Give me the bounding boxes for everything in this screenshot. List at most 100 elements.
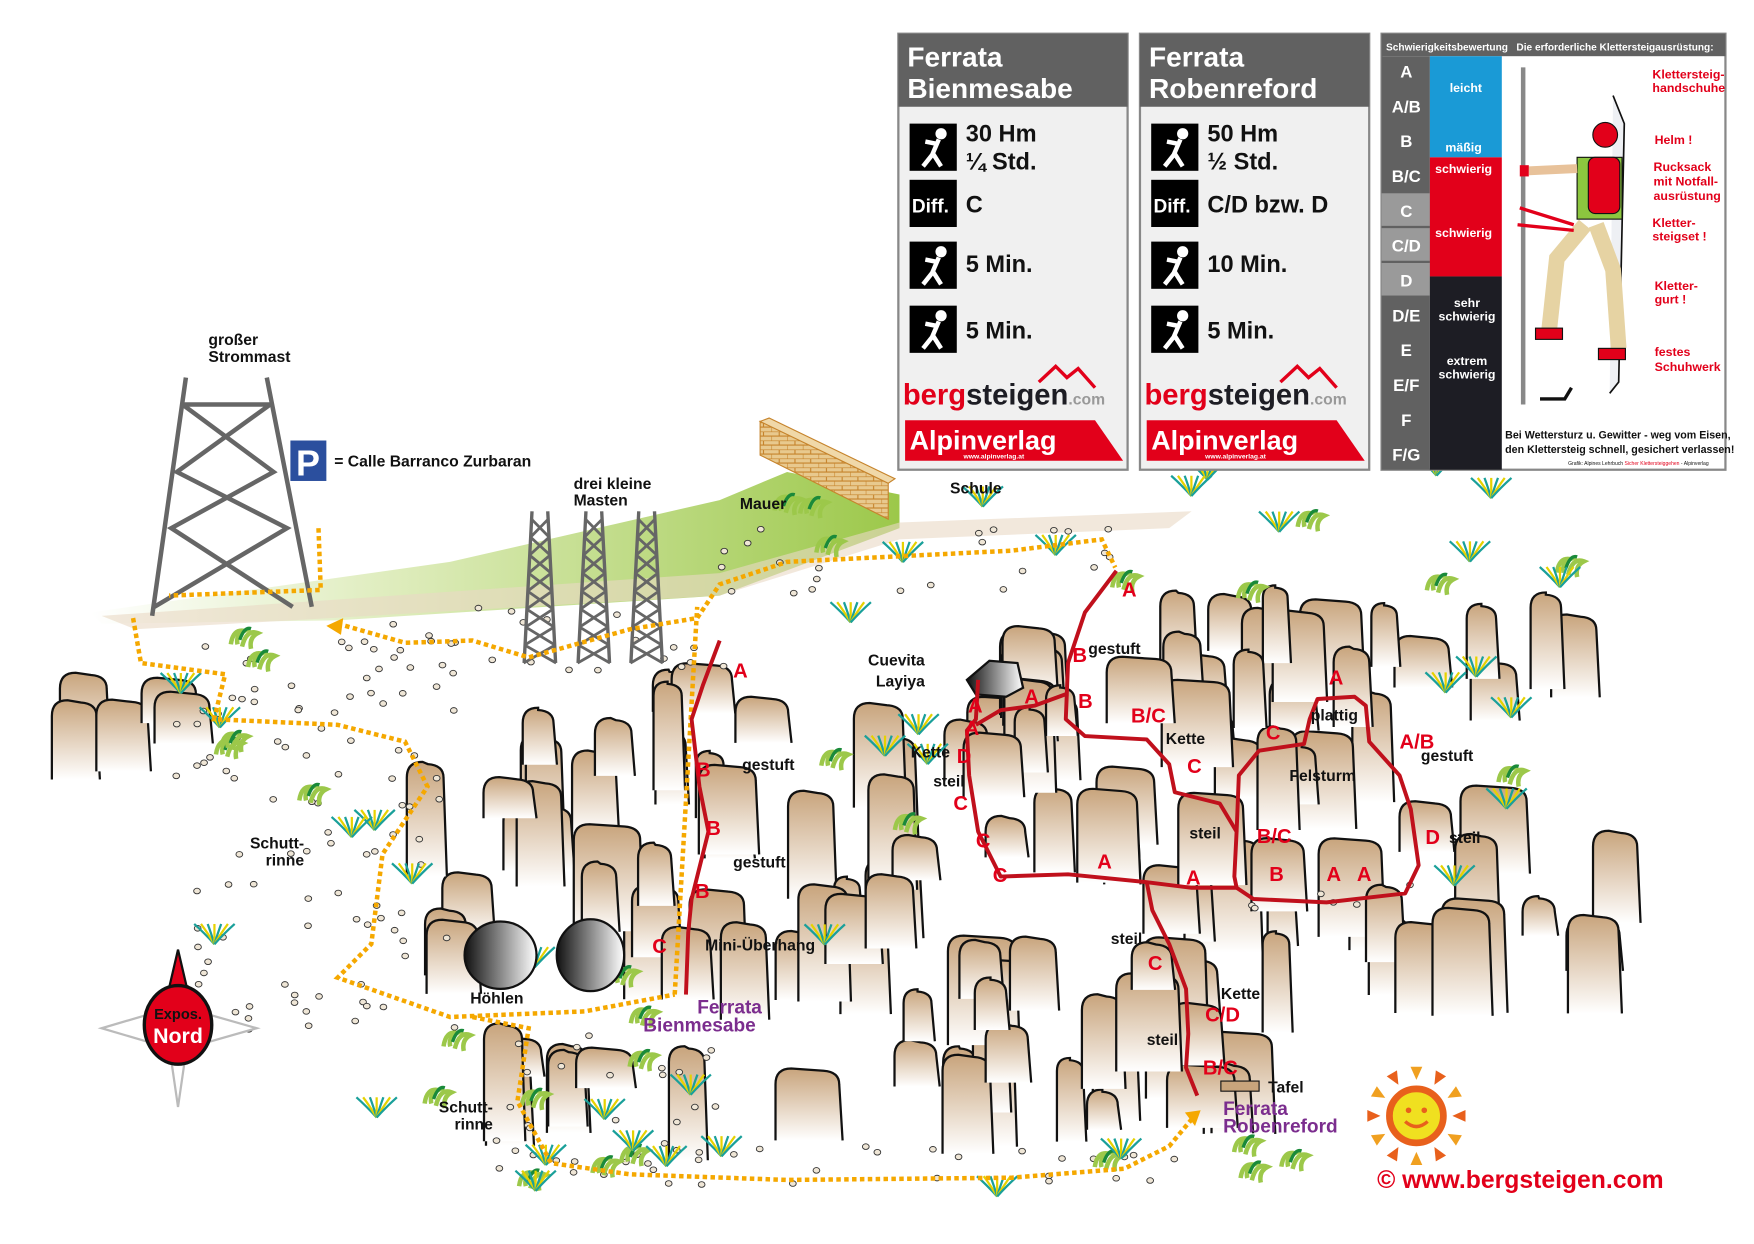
- rock-pillar: [1393, 634, 1454, 688]
- pebble: [1018, 567, 1027, 575]
- pebble: [394, 747, 403, 754]
- pebble: [565, 666, 573, 674]
- label-masten: drei kleine: [574, 476, 652, 493]
- label-mini-ueberhang: Mini-Überhang: [705, 936, 815, 955]
- pebble: [249, 880, 258, 888]
- grass-tuft-icon: [1448, 540, 1491, 563]
- cave-icon: [965, 659, 1025, 698]
- wall-mauer: [758, 417, 897, 521]
- grass-tuft-icon: [612, 1129, 655, 1152]
- rock-pillar: [973, 976, 1011, 1031]
- label-steil: steil: [933, 774, 964, 791]
- compass-icon: Expos. Nord: [97, 949, 261, 1108]
- rock-pillar: [719, 921, 771, 1020]
- rock-pillar: [1332, 645, 1374, 728]
- copyright-link[interactable]: © www.bergsteigen.com: [1377, 1167, 1664, 1194]
- band-leicht: [1429, 56, 1502, 158]
- pebble: [290, 991, 299, 999]
- pebble: [1170, 1155, 1179, 1163]
- pebble: [250, 685, 259, 693]
- bush-icon: [1235, 580, 1271, 604]
- grade-label: A: [968, 695, 983, 717]
- sun-ray: [1386, 1070, 1399, 1085]
- card-title: Robenreford: [1149, 73, 1317, 104]
- card-difficulty: C/D bzw. D: [1207, 191, 1328, 217]
- grade-label: D: [957, 746, 972, 768]
- pebble: [281, 743, 290, 751]
- parking-icon: [290, 440, 327, 481]
- pebble: [245, 1003, 254, 1010]
- pebble: [727, 588, 736, 595]
- pebble: [346, 693, 354, 700]
- label-schuttrinne: Schutt-: [250, 835, 304, 852]
- rock-pillar: [521, 706, 559, 765]
- pebble: [222, 767, 231, 775]
- rock-pillar: [1521, 894, 1560, 936]
- bush-icon: [1295, 509, 1331, 532]
- pebble: [200, 969, 208, 977]
- equipment-label: mit Notfall-: [1654, 174, 1719, 188]
- pebble: [808, 586, 817, 593]
- grade-label: A: [1097, 852, 1112, 874]
- ferrata-label-bienmesabe: Bienmesabe: [643, 1016, 756, 1037]
- bush-icon: [297, 782, 332, 806]
- bush-icon: [1496, 764, 1531, 788]
- pebble: [677, 663, 686, 671]
- pebble: [172, 720, 181, 728]
- rock-pillar: [50, 699, 102, 780]
- approach-paths: [130, 528, 1199, 1183]
- pebble: [334, 889, 343, 897]
- pebble: [238, 695, 246, 703]
- label-cuevita: Cuevita: [868, 652, 925, 669]
- bush-icon: [441, 1028, 476, 1052]
- pebble: [304, 1022, 313, 1029]
- rock-pillar: [1085, 1088, 1123, 1130]
- bush-icon: [892, 812, 928, 835]
- pebble: [406, 664, 415, 671]
- pebble: [812, 1167, 821, 1174]
- pebble: [1146, 1177, 1154, 1184]
- pebble: [896, 587, 905, 595]
- pebble: [204, 958, 212, 965]
- pebble: [1129, 1151, 1138, 1159]
- sun-ray: [1386, 1147, 1399, 1162]
- route-robenreford-top: [1063, 569, 1239, 889]
- card-duration: ½ Std.: [1207, 149, 1278, 175]
- pebble: [405, 803, 414, 810]
- rock-pillar: [575, 1046, 638, 1089]
- path-arrow-icon: [1184, 1110, 1201, 1127]
- pebble: [594, 666, 602, 674]
- rock-pillar: [1591, 829, 1642, 923]
- pebble: [660, 1140, 669, 1147]
- pebble: [717, 563, 726, 571]
- grade-scale-item: A: [1400, 63, 1412, 82]
- grade-label: C/D: [1205, 1004, 1240, 1026]
- rock-pillar: [667, 1045, 709, 1161]
- credit: Grafik: Alpines Lehrbuch Sicher Kletters…: [1568, 461, 1709, 467]
- sun-ray: [1447, 1086, 1462, 1098]
- bush-icon: [1109, 569, 1145, 593]
- label-steil: steil: [1111, 931, 1142, 948]
- label-felsturm: Felsturm: [1289, 768, 1355, 785]
- label-kette: Kette: [911, 744, 951, 761]
- rock-pillar: [902, 988, 936, 1042]
- pebble: [398, 801, 407, 809]
- pebble: [363, 921, 372, 928]
- route-bienmesabe: [683, 639, 722, 995]
- pebble: [369, 645, 378, 653]
- band-label: schwierig: [1435, 226, 1492, 240]
- pebble: [281, 981, 289, 988]
- difficulty-scale-panel: Schwierigkeitsbewertung Die erforderlich…: [1380, 32, 1734, 471]
- grade-scale-item: F/G: [1392, 446, 1420, 465]
- difficulty-icon: [1151, 179, 1199, 227]
- rock-pillar: [1261, 930, 1294, 1033]
- band-label: schwierig: [1435, 162, 1492, 176]
- pebble: [367, 689, 375, 697]
- grass-tuft-icon: [583, 1098, 626, 1121]
- pebble: [613, 611, 621, 618]
- pebble: [492, 1137, 501, 1144]
- pebble: [302, 752, 311, 759]
- scale-header: Schwierigkeitsbewertung: [1386, 43, 1508, 54]
- difficulty-icon-label: Diff.: [1153, 196, 1190, 217]
- ferrata-label-robenreford: Ferrata: [1223, 1099, 1288, 1120]
